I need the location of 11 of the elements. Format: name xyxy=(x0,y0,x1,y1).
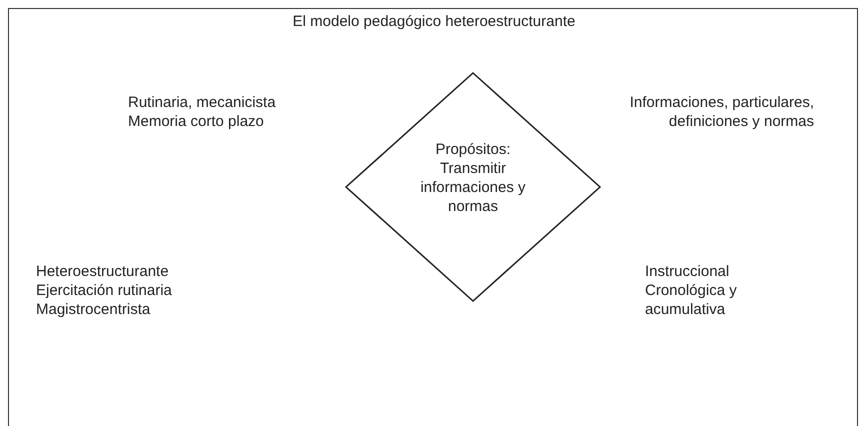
label-text: Memoria corto plazo xyxy=(128,112,265,131)
label-text: Ejercitación rutinaria xyxy=(36,281,173,300)
label-text: Cronológica y acumulativa xyxy=(645,281,738,319)
diagram-title: El modelo pedagógico heteroestructurante xyxy=(292,12,576,31)
diamond-heading: Propósitos: xyxy=(434,140,512,159)
label-text: Heteroestructurante xyxy=(36,262,170,281)
label-text: Rutinaria, mecanicista xyxy=(128,93,277,112)
diamond-text: Transmitir informaciones y normas xyxy=(419,159,527,216)
label-text: Magistrocentrista xyxy=(36,300,152,319)
label-text: Informaciones, particulares, definiciones y normas xyxy=(628,93,814,131)
label-text: Instruccional xyxy=(645,262,730,281)
